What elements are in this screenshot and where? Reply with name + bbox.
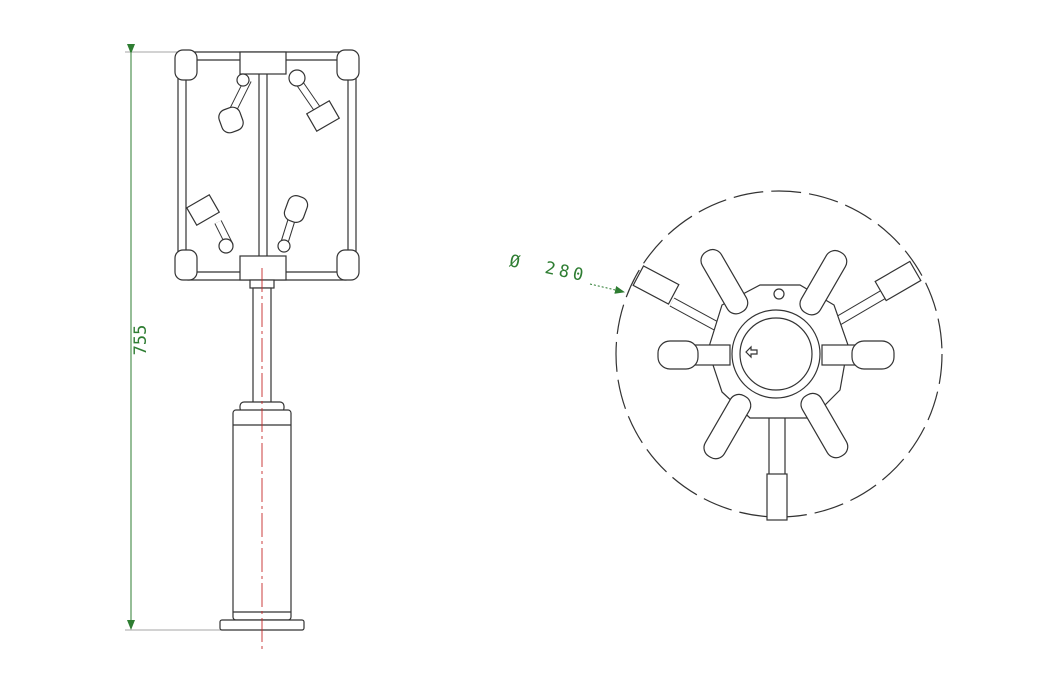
sensor-heads	[657, 248, 895, 460]
hub-inner	[739, 317, 813, 391]
side-view: 755	[125, 44, 360, 650]
height-dimension-label: 755	[131, 325, 151, 356]
top-view: Ø 280	[508, 190, 943, 521]
direction-arrow-icon	[745, 345, 758, 359]
diameter-dimension: Ø 280	[508, 251, 625, 294]
sensor-frame	[174, 49, 360, 281]
diameter-dimension-label: 280	[543, 258, 589, 286]
diameter-symbol: Ø	[508, 251, 522, 272]
